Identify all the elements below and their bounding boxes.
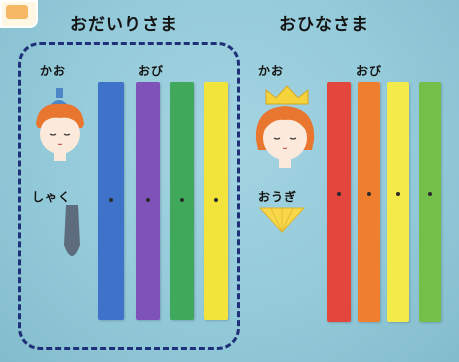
crown-icon bbox=[265, 85, 309, 105]
right-sash-strip-yellow bbox=[387, 82, 409, 322]
right-sash-strip-orange bbox=[358, 82, 380, 322]
left-title: おだいりさま bbox=[70, 15, 178, 35]
odairisama-face-icon bbox=[36, 88, 84, 161]
fan-icon bbox=[258, 207, 306, 233]
pin-dot bbox=[109, 198, 113, 202]
ohinasama-face-icon bbox=[255, 106, 315, 168]
left-item-label: しゃく bbox=[32, 190, 72, 204]
left-face-label: かお bbox=[40, 64, 67, 78]
corner-craft-paper bbox=[0, 0, 38, 28]
right-sash-strip-green bbox=[419, 82, 441, 322]
pin-dot bbox=[396, 192, 400, 196]
pin-dot bbox=[428, 192, 432, 196]
right-title: おひなさま bbox=[279, 15, 369, 35]
right-sash-label: おび bbox=[356, 64, 383, 78]
pin-dot bbox=[180, 198, 184, 202]
right-face-label: かお bbox=[258, 64, 285, 78]
right-sash-strip-red bbox=[327, 82, 351, 322]
left-sash-label: おび bbox=[138, 64, 165, 78]
pin-dot bbox=[337, 192, 341, 196]
right-item-label: おうぎ bbox=[258, 190, 298, 204]
dashed-group-frame bbox=[18, 42, 240, 350]
corner-craft-swatch bbox=[6, 5, 28, 19]
pin-dot bbox=[367, 192, 371, 196]
pin-dot bbox=[146, 198, 150, 202]
shaku-icon bbox=[64, 205, 80, 256]
pin-dot bbox=[214, 198, 218, 202]
